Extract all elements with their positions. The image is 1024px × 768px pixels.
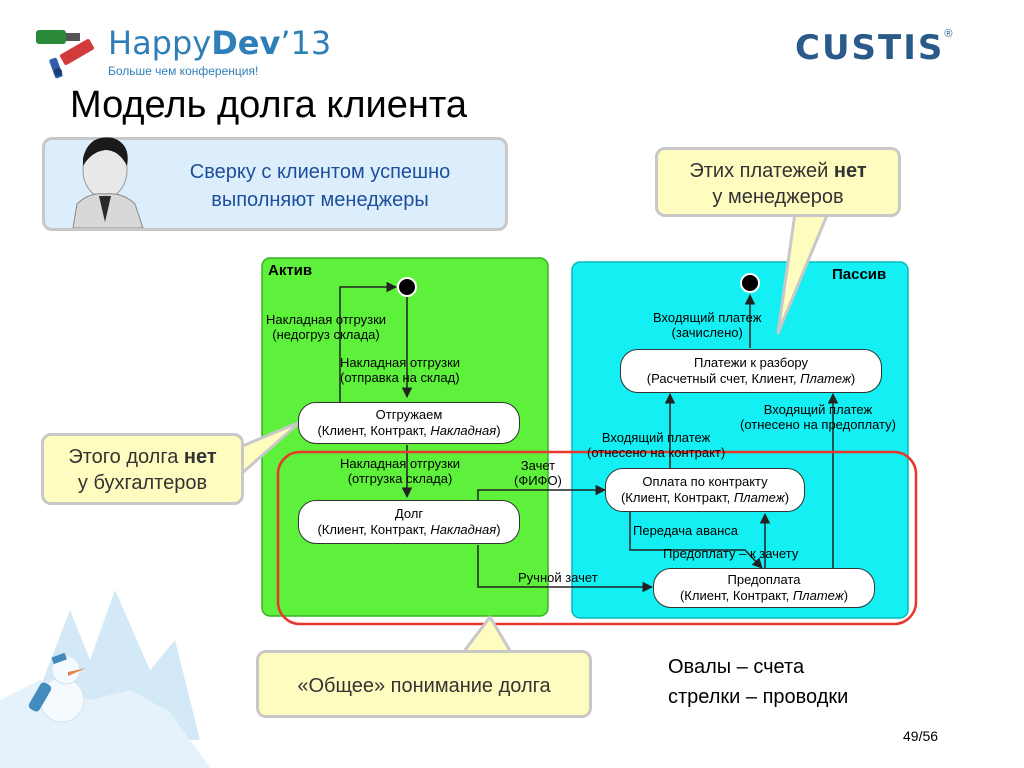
state-prepay-params: (Клиент, Контракт, Платеж) <box>679 588 849 603</box>
state-debt: Долг (Клиент, Контракт, Накладная) <box>298 500 520 544</box>
state-prepay-params-text: (Клиент, Контракт, <box>679 588 793 603</box>
state-prepay-params-italic: Платеж <box>792 588 844 603</box>
state-debt-name: Долг <box>394 506 424 521</box>
arrow-shipping-to-initial <box>339 281 398 405</box>
happydev-logo-icon <box>36 30 94 79</box>
state-prepayment: Предоплата (Клиент, Контракт, Платеж) <box>653 568 875 608</box>
managers-callout-line1: Сверку с клиентом успешно <box>189 161 451 183</box>
t4-line2: (ФИФО) <box>514 473 562 488</box>
t6-line1: Входящий платеж <box>653 310 762 325</box>
payments-callout: Этих платежей нет у менеджеров <box>655 147 901 217</box>
state-pending-name: Платежи к разбору <box>693 355 809 370</box>
logo-dev: Dev <box>211 24 281 62</box>
state-contract-pay-params: (Клиент, Контракт, Платеж) <box>620 490 790 505</box>
custis-logo: CUSTIS® <box>795 28 953 72</box>
managers-callout-line2: выполняют менеджеры <box>211 189 429 211</box>
legend: Овалы – счета стрелки – проводки <box>668 652 848 712</box>
t7-line1: Входящий платеж <box>763 402 873 417</box>
state-shipping-params: (Клиент, Контракт, Накладная) <box>317 423 501 438</box>
transition-label-credited: Входящий платеж (зачислено) <box>653 310 761 340</box>
debt-callout-emphasis: нет <box>183 446 217 468</box>
t1-line2: (недогруз склада) <box>272 327 380 342</box>
transition-label-shipment: Накладная отгрузки (отгрузка склада) <box>340 456 460 486</box>
debt-callout-line2: у бухгалтеров <box>77 472 208 494</box>
managers-callout: Сверку с клиентом успешно выполняют мене… <box>42 137 508 231</box>
transition-label-manual: Ручной зачет <box>518 570 598 585</box>
state-pending-params-text: (Расчетный счет, Клиент, <box>646 371 801 386</box>
transition-label-fifo: Зачет (ФИФО) <box>514 458 562 488</box>
custis-registered-mark: ® <box>944 28 953 40</box>
t3-line2: (отгрузка склада) <box>347 471 453 486</box>
debt-callout: Этого долга нет у бухгалтеров <box>41 433 244 505</box>
debt-callout-line1: Этого долга нет <box>44 444 241 470</box>
manager-person-icon <box>72 137 144 228</box>
t6-line2: (зачислено) <box>671 325 743 340</box>
logo-happy: Happy <box>108 24 212 62</box>
arrow-debt-to-contractpay <box>477 484 607 502</box>
transition-label-to-contract: Входящий платеж (отнесено на контракт) <box>587 430 725 460</box>
state-debt-params-italic: Накладная <box>430 522 497 537</box>
legend-line2: стрелки – проводки <box>668 686 849 708</box>
state-shipping-params-text: (Клиент, Контракт, <box>317 423 431 438</box>
happydev-logo: HappyDev’13 Больше чем конференция! <box>30 22 332 82</box>
debt-callout-text: Этого долга <box>68 446 184 468</box>
common-callout-tail <box>460 615 514 656</box>
active-region-title: Актив <box>268 262 313 279</box>
page-number: 49/56 <box>903 728 939 744</box>
initial-node <box>397 277 417 297</box>
t2-line2: (отправка на склад) <box>340 370 460 385</box>
arrow-contract-to-prepay <box>629 512 763 569</box>
payments-callout-line1: Этих платежей нет <box>658 158 898 184</box>
state-contract-pay-params-text: (Клиент, Контракт, <box>620 490 734 505</box>
transition-label-to-warehouse: Накладная отгрузки (отправка на склад) <box>340 355 460 385</box>
state-prepay-name: Предоплата <box>727 572 801 587</box>
state-pending-params-italic: Платеж <box>800 371 851 386</box>
legend-line1: Овалы – счета <box>668 656 805 678</box>
transition-label-to-prepayment: Входящий платеж (отнесено на предоплату) <box>740 402 896 432</box>
t8-line2: (отнесено на контракт) <box>587 445 726 460</box>
transition-label-prepay-offset: Предоплату – к зачету <box>663 546 799 561</box>
state-shipping-name: Отгружаем <box>375 407 443 422</box>
t1-line1: Накладная отгрузки <box>266 312 387 327</box>
t3-line1: Накладная отгрузки <box>340 456 461 471</box>
custis-logo-text: CUSTIS <box>795 28 945 68</box>
state-pending-params: (Расчетный счет, Клиент, Платеж) <box>646 371 856 386</box>
page-title: Модель долга клиента <box>70 84 467 126</box>
logo-year: ’13 <box>280 24 332 62</box>
logo-tagline: Больше чем конференция! <box>108 64 259 78</box>
state-shipping-params-italic: Накладная <box>430 423 497 438</box>
t4-line1: Зачет <box>520 458 556 473</box>
state-contract-payment: Оплата по контракту (Клиент, Контракт, П… <box>605 468 805 512</box>
transition-label-underload: Накладная отгрузки (недогруз склада) <box>266 312 386 342</box>
state-shipping: Отгружаем (Клиент, Контракт, Накладная) <box>298 402 520 444</box>
winter-decoration <box>0 590 210 768</box>
payments-callout-text: Этих платежей <box>689 160 834 182</box>
t2-line1: Накладная отгрузки <box>340 355 461 370</box>
arrow-debt-to-prepay <box>477 545 654 593</box>
state-debt-params-text: (Клиент, Контракт, <box>317 522 431 537</box>
passive-region-title: Пассив <box>832 266 887 283</box>
common-understanding-highlight <box>276 450 918 626</box>
final-node <box>740 273 760 293</box>
t8-line1: Входящий платеж <box>601 430 711 445</box>
t7-line2: (отнесено на предоплату) <box>740 417 896 432</box>
transition-label-advance: Передача аванса <box>633 523 739 538</box>
state-pending-payments: Платежи к разбору (Расчетный счет, Клиен… <box>620 349 882 393</box>
common-callout-text: «Общее» понимание долга <box>297 675 551 697</box>
state-contract-pay-name: Оплата по контракту <box>642 474 768 489</box>
common-callout: «Общее» понимание долга <box>256 650 592 718</box>
state-contract-pay-params-italic: Платеж <box>733 490 785 505</box>
payments-callout-emphasis: нет <box>833 160 867 182</box>
state-debt-params: (Клиент, Контракт, Накладная) <box>317 522 501 537</box>
payments-callout-line2: у менеджеров <box>712 186 844 208</box>
